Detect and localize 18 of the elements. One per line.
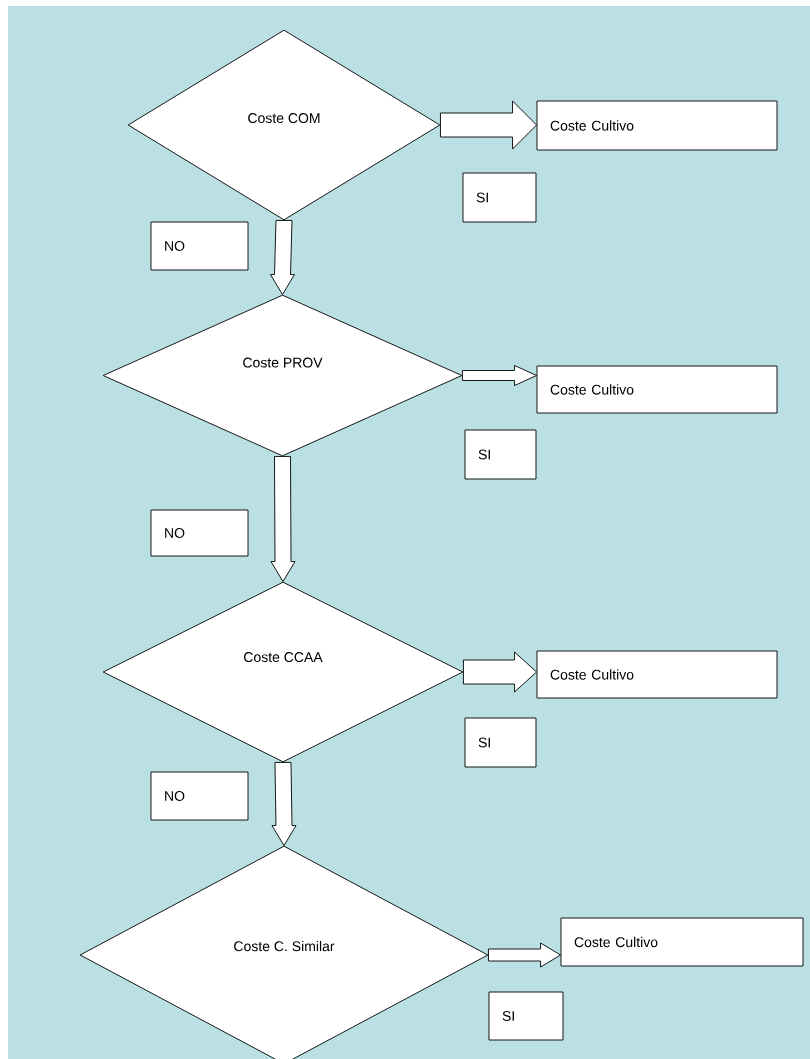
answer-box: NO <box>150 771 249 821</box>
block-arrow <box>270 456 296 582</box>
answer-box: SI <box>464 429 537 480</box>
answer-box: SI <box>488 991 564 1041</box>
process-box: Coste Cultivo <box>536 365 778 414</box>
block-arrow <box>440 100 537 150</box>
answer-box: NO <box>150 221 249 271</box>
answer-box: SI <box>462 172 537 223</box>
block-arrow <box>488 942 561 968</box>
process-box: Coste Cultivo <box>536 650 778 699</box>
block-arrow <box>463 651 537 693</box>
process-box: Coste Cultivo <box>536 100 778 151</box>
answer-box: SI <box>464 717 537 768</box>
process-box: Coste Cultivo <box>560 917 804 967</box>
answer-box: NO <box>150 509 249 557</box>
block-arrow <box>462 365 537 386</box>
block-arrow <box>271 762 297 846</box>
block-arrow <box>270 220 295 295</box>
